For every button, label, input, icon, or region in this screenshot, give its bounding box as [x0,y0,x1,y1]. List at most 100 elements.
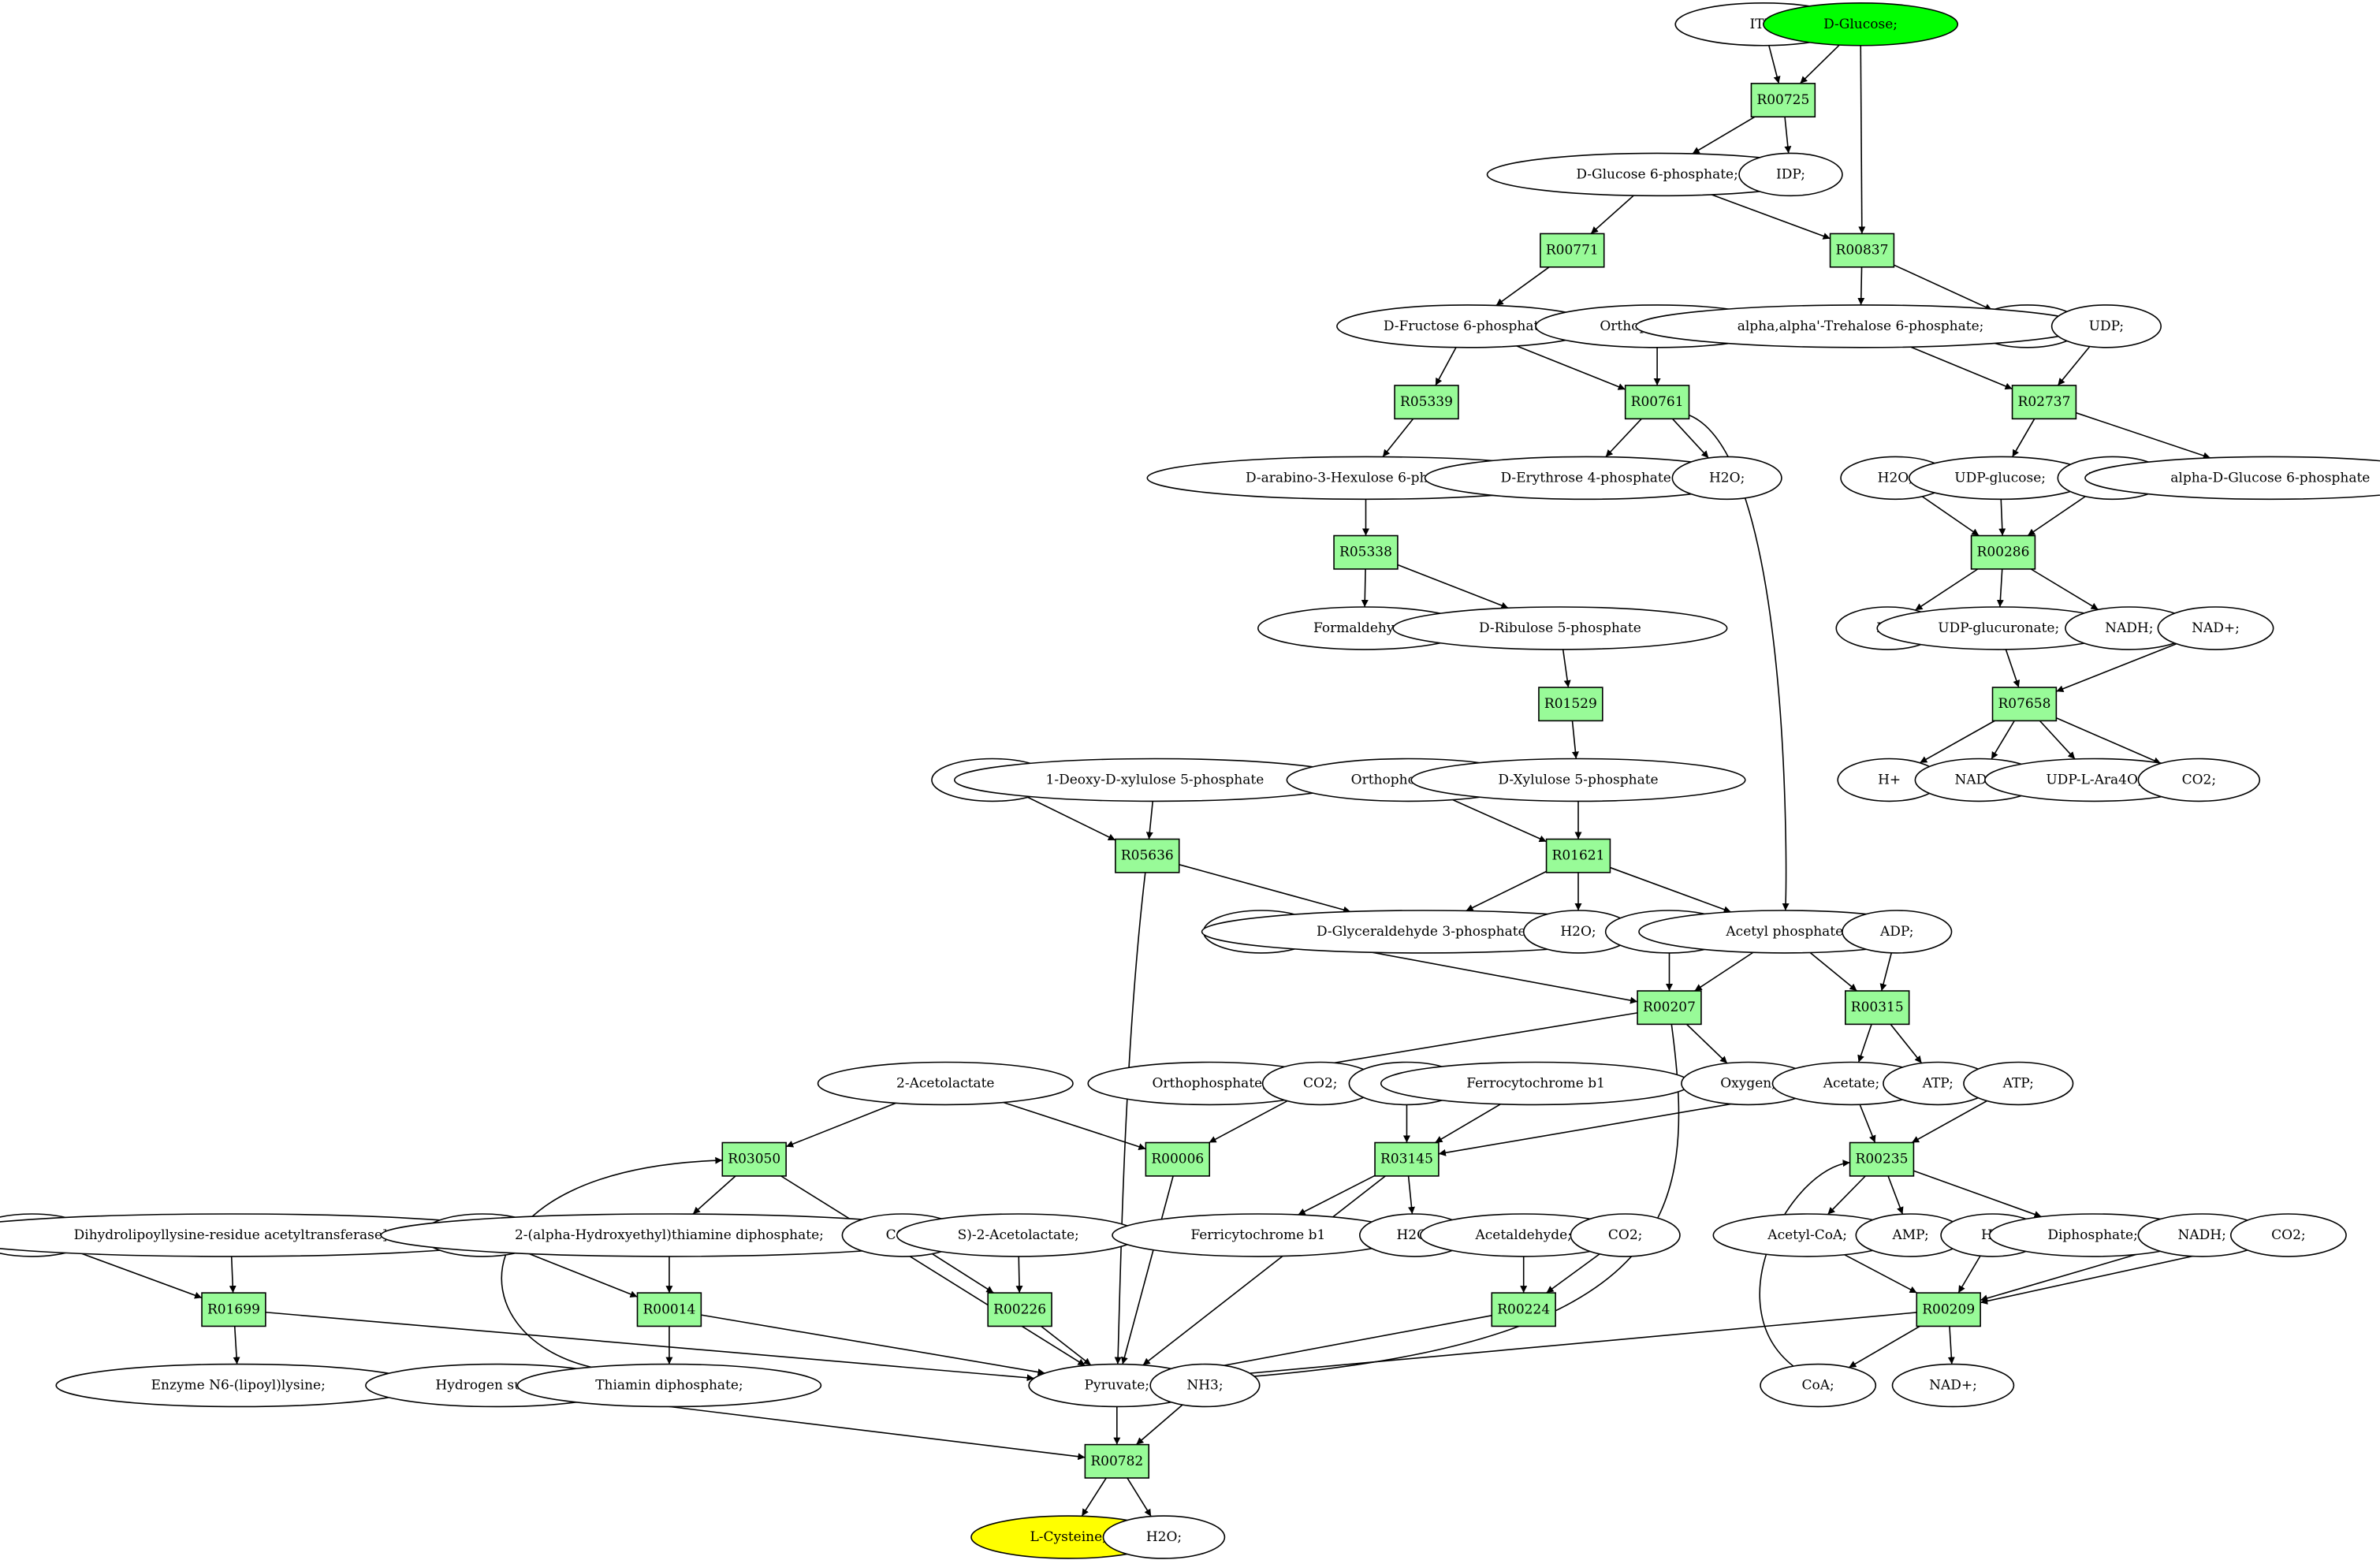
compound-node-udp[interactable]: UDP; [2050,304,2162,348]
compound-node-dglucose[interactable]: D-Glucose; [1763,2,1959,47]
reaction-node-R00761[interactable]: R00761 [1624,385,1690,420]
reaction-node-R01699[interactable]: R01699 [201,1292,266,1327]
edge-R05636-to-gap [1179,864,1351,914]
compound-node-h2o_d[interactable]: H2O; [1522,910,1634,954]
edge-acetate-to-R00235 [1859,1104,1876,1143]
compound-node-h2o_b[interactable]: H2O; [1671,456,1782,501]
edge-R00782-to-cys [1081,1477,1107,1517]
node-label: Acetyl phosphate [1725,924,1843,940]
compound-node-co2_i[interactable]: CO2; [1570,1213,1681,1257]
compound-node-nad_c[interactable]: NAD+; [1891,1363,2015,1408]
reaction-node-R01621[interactable]: R01621 [1545,838,1611,873]
compound-node-tre6p[interactable]: alpha,alpha'-Trehalose 6-phosphate; [1635,304,2086,348]
compound-node-f6p[interactable]: D-Fructose 6-phosphate; [1336,304,1599,348]
edge-R00286-to-udpgla [1996,568,2004,608]
compound-node-accoa[interactable]: Acetyl-CoA; [1712,1213,1902,1257]
compound-node-ppi[interactable]: Diphosphate; [1988,1213,2197,1257]
compound-node-ag1p[interactable]: alpha-D-Glucose 6-phosphate [2084,456,2380,501]
reaction-node-R00209[interactable]: R00209 [1916,1292,1981,1327]
compound-node-fcb1[interactable]: Ferrocytochrome b1 [1380,1061,1692,1106]
reaction-node-R00725[interactable]: R00725 [1750,83,1816,118]
reaction-node-R05636[interactable]: R05636 [1115,838,1180,873]
node-label: R00226 [993,1301,1046,1317]
node-label: R05339 [1400,394,1453,410]
compound-node-hplus_b[interactable]: H+ [1837,758,1942,802]
node-label: R02737 [2018,394,2071,410]
reaction-node-R05339[interactable]: R05339 [1394,385,1459,420]
compound-node-xu5p[interactable]: D-Xylulose 5-phosphate [1410,758,1746,802]
node-label: R01699 [207,1301,260,1317]
edge-h2o_c-to-R00286 [1921,496,1980,537]
compound-node-dlt[interactable]: Dihydrolipoyllysine-residue acetyltransf… [0,1213,529,1257]
edge-acl-to-R03050 [785,1102,896,1148]
compound-node-e4p[interactable]: D-Erythrose 4-phosphate [1424,456,1748,501]
compound-node-sacl[interactable]: S)-2-Acetolactate; [896,1213,1141,1257]
edge-R07658-to-udpara [2039,720,2076,760]
compound-node-acald[interactable]: Acetaldehyde; [1419,1213,1628,1257]
reaction-node-R01529[interactable]: R01529 [1538,687,1603,722]
compound-node-dxp[interactable]: 1-Deoxy-D-xylulose 5-phosphate [954,758,1356,802]
reaction-box [1394,385,1459,420]
edge-R01529-to-xu5p [1571,720,1579,759]
compound-node-acl[interactable]: 2-Acetolactate [817,1061,1074,1106]
reaction-node-R03050[interactable]: R03050 [721,1141,787,1177]
edge-R02737-to-udpglc [2011,418,2035,458]
compound-ellipse [1671,456,1782,501]
reaction-node-R00014[interactable]: R00014 [636,1292,702,1327]
compound-node-co2_j[interactable]: CO2; [2229,1213,2347,1257]
compound-node-fic[interactable]: Ferricytochrome b1 [1112,1213,1405,1257]
compound-node-h2o_f[interactable]: H2O; [1102,1515,1226,1559]
edge-R00286-to-hplus_a [1914,568,1979,611]
compound-node-g6p[interactable]: D-Glucose 6-phosphate; [1486,152,1828,197]
reaction-box [2011,385,2077,420]
reaction-node-R00782[interactable]: R00782 [1084,1443,1150,1479]
compound-node-tpp[interactable]: Thiamin diphosphate; [516,1363,822,1408]
compound-ellipse [1410,758,1746,802]
compound-node-nh3[interactable]: NH3; [1149,1363,1261,1408]
compound-node-udpgla[interactable]: UDP-glucuronate; [1876,606,2121,650]
edge-udpglc-to-R00286 [1998,499,2006,536]
compound-node-adp[interactable]: ADP; [1842,910,1953,954]
reaction-node-R00226[interactable]: R00226 [987,1292,1052,1327]
compound-node-nad_b[interactable]: NAD+; [2157,606,2274,650]
edge-R00014-to-pyr [701,1314,1045,1376]
reaction-node-R00837[interactable]: R00837 [1829,233,1895,268]
reaction-node-R00315[interactable]: R00315 [1845,990,1910,1026]
edge-co2_i-to-R00224 [1546,1253,1600,1294]
compound-node-coa[interactable]: CoA; [1760,1363,1877,1408]
compound-node-idp[interactable]: IDP; [1738,152,1843,197]
reaction-node-R03145[interactable]: R03145 [1374,1141,1440,1177]
node-label: Formaldehyde; [1313,620,1415,636]
node-label: CO2; [2271,1227,2306,1243]
reaction-node-R05338[interactable]: R05338 [1333,534,1399,570]
compound-node-atp_b[interactable]: ATP; [1963,1061,2074,1106]
node-label: S)-2-Acetolactate; [958,1227,1079,1243]
compound-node-ru5p[interactable]: D-Ribulose 5-phosphate [1392,606,1728,650]
edge-R00725-to-g6p [1692,116,1756,155]
node-label: D-arabino-3-Hexulose 6-phosphate; [1246,470,1486,486]
reaction-node-R00771[interactable]: R00771 [1540,233,1605,268]
node-label: Dihydrolipoyllysine-residue acetyltransf… [74,1227,388,1243]
node-label: UDP-glucuronate; [1938,620,2059,636]
reaction-box [1491,1292,1556,1327]
reaction-node-R00235[interactable]: R00235 [1849,1141,1915,1177]
compound-node-udpglc[interactable]: UDP-glucose; [1908,456,2092,501]
reaction-node-R00207[interactable]: R00207 [1637,990,1702,1026]
edge-R00761-to-e4p [1605,418,1642,458]
node-label: R05338 [1339,545,1392,560]
reaction-node-R00224[interactable]: R00224 [1491,1292,1556,1327]
edge-R07658-to-nadh_b [1991,720,2015,760]
reaction-node-R07658[interactable]: R07658 [1991,687,2058,722]
edge-R03145-to-fic [1298,1175,1376,1216]
edge-R00315-to-acetate [1857,1024,1872,1063]
reaction-box [1849,1141,1915,1177]
compound-node-nadh_a[interactable]: NADH; [2065,606,2194,650]
reaction-node-R00006[interactable]: R00006 [1145,1141,1211,1177]
reaction-node-R02737[interactable]: R02737 [2011,385,2077,420]
edge-R00235-to-accoa [1827,1175,1866,1216]
reaction-node-R00286[interactable]: R00286 [1970,534,2036,570]
compound-node-amp[interactable]: AMP; [1855,1213,1966,1257]
compound-node-atp_a[interactable]: ATP; [1883,1061,1994,1106]
node-label: ATP; [2002,1075,2034,1091]
compound-node-co2_b[interactable]: CO2; [2137,758,2261,802]
